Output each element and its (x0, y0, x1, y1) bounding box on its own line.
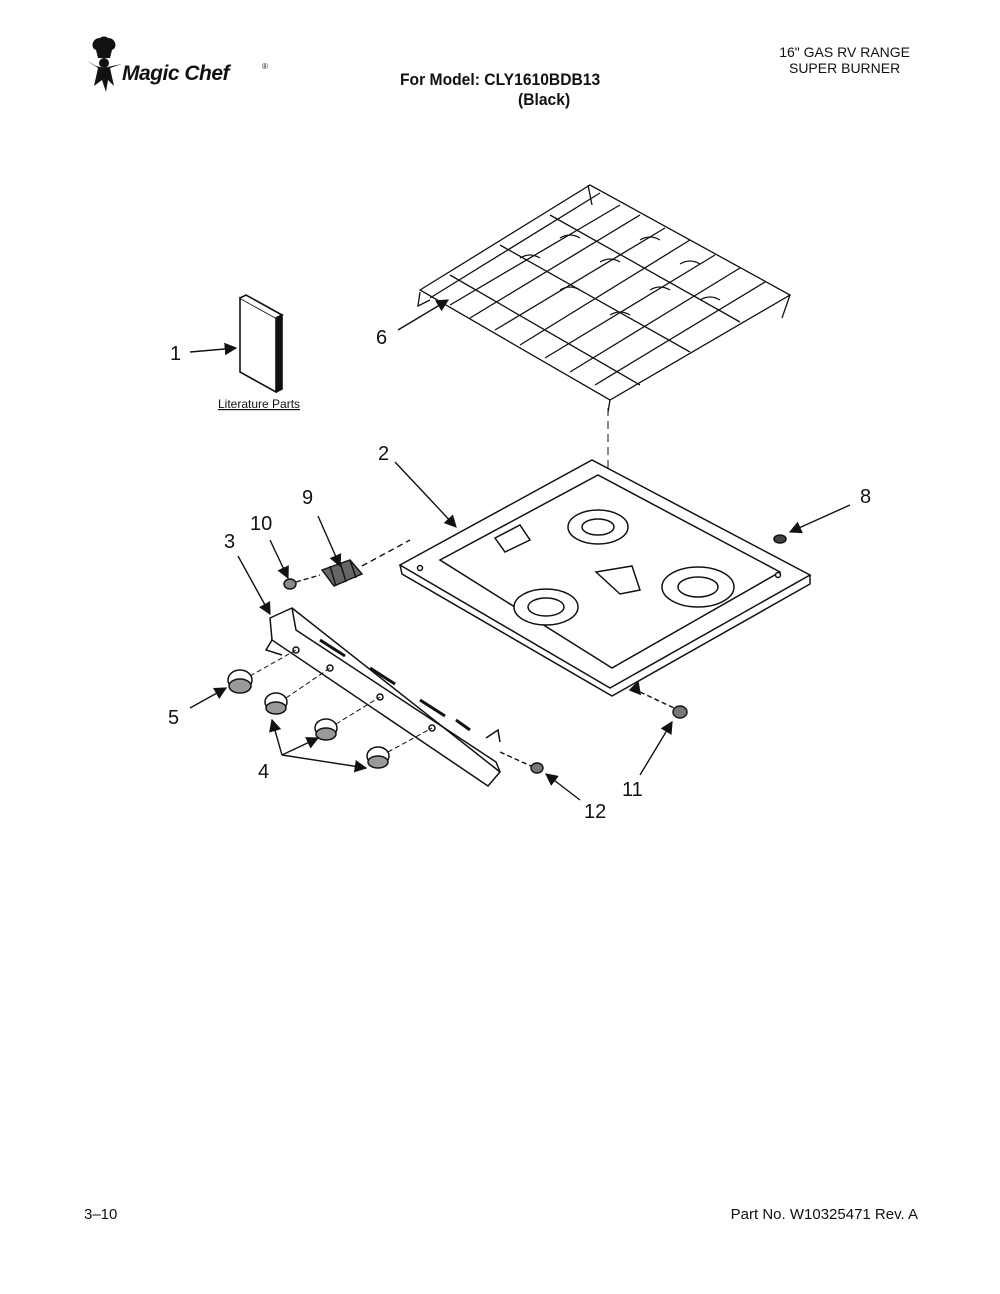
arrow-12 (544, 773, 581, 801)
spring-clip (283, 574, 321, 590)
arrow-4b (281, 737, 320, 756)
arrow-4c (281, 754, 368, 773)
callout-1: 1 (170, 343, 181, 365)
callout-arrows (189, 299, 851, 801)
arrow-11 (639, 720, 673, 776)
callout-3: 3 (224, 531, 235, 553)
arrow-6 (397, 299, 450, 331)
arrow-4a (269, 718, 283, 756)
arrow-9 (317, 515, 342, 568)
product-line-2: SUPER BURNER (788, 60, 901, 76)
bolt-part (639, 691, 688, 719)
callout-2: 2 (378, 443, 389, 465)
trademark: ® (262, 62, 268, 71)
callout-5: 5 (168, 707, 179, 729)
arrow-5 (189, 687, 228, 709)
control-knob-large (227, 649, 297, 694)
product-description: 16" GAS RV RANGE SUPER BURNER (779, 44, 910, 76)
grommet-part (773, 534, 787, 544)
callout-10: 10 (250, 513, 272, 535)
arrow-8 (788, 504, 851, 534)
brand-name: Magic Chef (122, 62, 230, 85)
callout-8: 8 (860, 486, 871, 508)
callout-11: 11 (622, 779, 643, 801)
callout-12: 12 (584, 801, 606, 823)
chef-logo-icon (86, 36, 122, 92)
callout-9: 9 (302, 487, 313, 509)
arrow-2 (394, 461, 457, 528)
ignition-switch (320, 539, 411, 587)
control-knobs-set (264, 667, 433, 769)
part-number: Part No. W10325471 Rev. A (730, 1206, 918, 1223)
model-color: (Black) (518, 90, 571, 109)
page-number: 3–10 (84, 1206, 118, 1223)
burner-grate (417, 184, 792, 413)
arrow-3 (237, 555, 271, 616)
screw-part (499, 751, 544, 774)
literature-parts-label: Literature Parts (218, 397, 300, 411)
arrow-10 (269, 539, 289, 580)
callout-6: 6 (376, 327, 387, 349)
manifold-panel (264, 607, 502, 787)
arrow-1 (189, 342, 238, 356)
product-line-1: 16" GAS RV RANGE (779, 44, 910, 60)
cooktop-panel (398, 459, 812, 697)
model-title: For Model: CLY1610BDB13 (400, 70, 601, 89)
literature-booklet (239, 294, 284, 394)
callout-4: 4 (258, 761, 269, 783)
